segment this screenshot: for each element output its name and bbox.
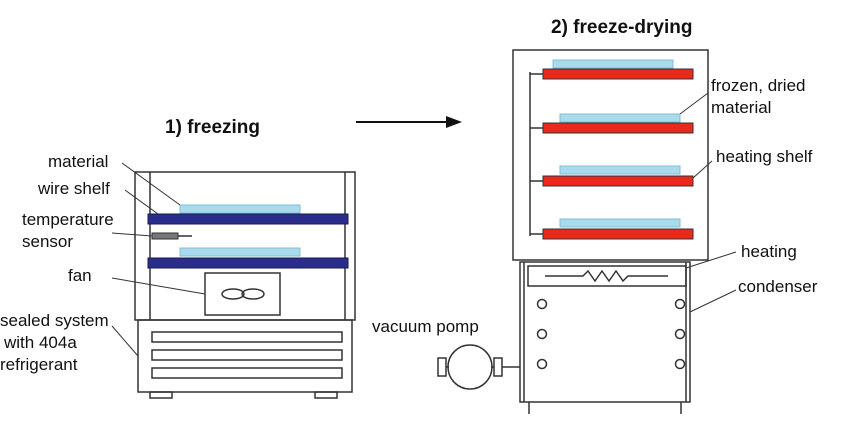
dried-material-tray bbox=[559, 165, 681, 175]
dried-material-tray bbox=[559, 218, 681, 228]
dried-material-label-line1: frozen, dried bbox=[711, 76, 806, 95]
condenser-label: condenser bbox=[738, 277, 818, 296]
vent-slot bbox=[151, 349, 343, 361]
pump-body bbox=[447, 344, 493, 390]
heating-shelf bbox=[542, 175, 694, 187]
heating-shelf bbox=[542, 68, 694, 80]
refrigeration-compartment bbox=[137, 319, 353, 393]
freeze-dryer-unit bbox=[512, 49, 709, 414]
sealed-system-label-line2: with 404a bbox=[3, 333, 77, 352]
heating-element-box bbox=[527, 265, 687, 287]
drying-chamber bbox=[512, 49, 709, 261]
freezer-unit bbox=[134, 171, 356, 399]
freeze-drying-title: 2) freeze-drying bbox=[551, 17, 692, 38]
condenser-port-holes bbox=[536, 298, 686, 370]
vent-slot bbox=[151, 367, 343, 379]
material-tray bbox=[179, 247, 301, 257]
sealed-system-label-line1: sealed system bbox=[0, 311, 109, 330]
wire-shelf-label: wire shelf bbox=[37, 179, 110, 198]
heating-shelf bbox=[542, 122, 694, 134]
heating-label: heating bbox=[741, 242, 797, 261]
vent-slot bbox=[151, 331, 343, 343]
temperature-sensor-label-line1: temperature bbox=[22, 210, 114, 229]
shelf-connector-ticks bbox=[530, 73, 543, 235]
sealed-system-label-line3: refrigerant bbox=[0, 355, 78, 374]
vacuum-pump-label: vacuum pomp bbox=[372, 317, 479, 336]
wire-shelf bbox=[147, 213, 349, 225]
material-tray bbox=[179, 204, 301, 214]
wire-shelf bbox=[147, 257, 349, 269]
heating-shelf bbox=[542, 228, 694, 240]
dried-material-label-line2: material bbox=[711, 98, 771, 117]
heating-shelf-label: heating shelf bbox=[716, 147, 813, 166]
dried-material-tray bbox=[559, 113, 681, 123]
process-arrow bbox=[356, 116, 462, 128]
freezer-leader-lines bbox=[111, 162, 206, 357]
material-label: material bbox=[48, 152, 108, 171]
condenser-unit bbox=[519, 261, 691, 403]
dryer-leader-lines bbox=[679, 92, 737, 313]
fan-label: fan bbox=[68, 266, 92, 285]
vacuum-pump bbox=[437, 344, 520, 390]
freezer-foot-left bbox=[149, 391, 173, 399]
temperature-sensor-label-line2: sensor bbox=[22, 232, 73, 251]
heating-coil bbox=[545, 269, 668, 283]
temperature-sensor bbox=[151, 232, 179, 240]
dried-material-tray bbox=[552, 59, 674, 69]
freezing-title: 1) freezing bbox=[165, 117, 260, 138]
fan-icon bbox=[221, 288, 265, 300]
freezer-foot-right bbox=[314, 391, 338, 399]
